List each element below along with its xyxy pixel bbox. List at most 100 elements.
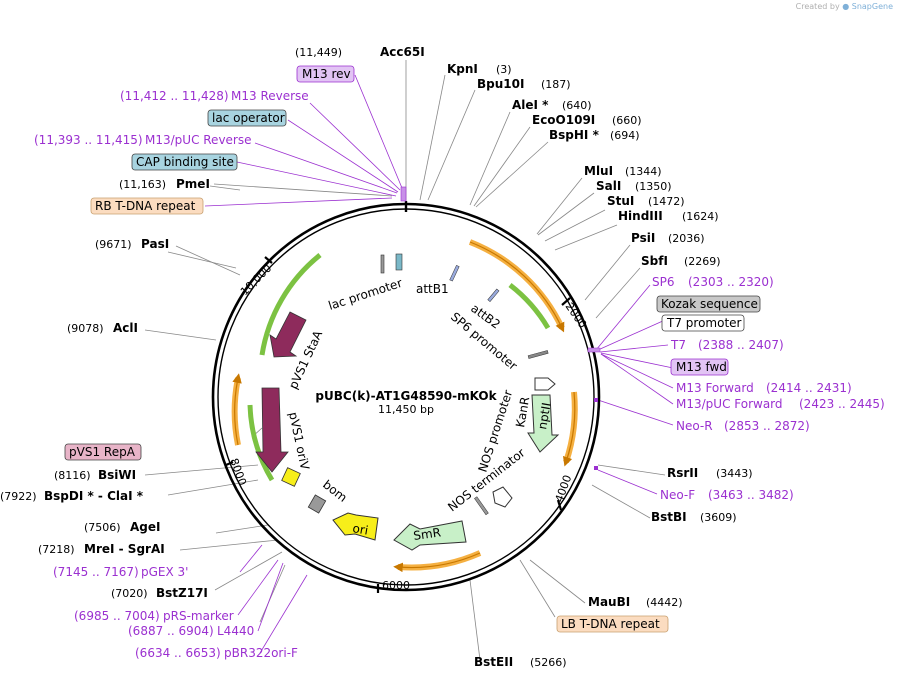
neo-f-marker xyxy=(594,466,598,470)
m13-rev-marker xyxy=(400,186,407,202)
outer-feature-arcs xyxy=(231,239,578,573)
site-position-bpu10I: (187) xyxy=(541,78,571,91)
primer-range-t7: (2388 .. 2407) xyxy=(698,338,784,352)
box-label-t7-promoter: T7 promoter xyxy=(666,316,742,330)
pvs1-staA-arrow-icon xyxy=(269,311,307,358)
site-position-bspHI: (694) xyxy=(610,129,640,142)
site-name-salI: SalI xyxy=(596,179,621,193)
kanr-arrow-icon xyxy=(534,377,556,391)
site-name-sbfI: SbfI xyxy=(641,254,668,268)
site-position-bstZ17I: (7020) xyxy=(111,587,148,600)
site-name-bspHI: BspHI * xyxy=(549,128,600,142)
lac-promoter-label: lac promoter xyxy=(327,276,404,313)
pvs1-oriv-marker xyxy=(281,467,301,487)
nos-promoter-arrow-icon xyxy=(492,486,513,508)
primer-range-neo-f: (3463 .. 3482) xyxy=(708,488,794,502)
primer-range-prs-marker: (6985 .. 7004) xyxy=(74,609,160,623)
t7-promoter-marker xyxy=(587,347,601,353)
primer-name-prs-marker: pRS-marker xyxy=(163,609,234,623)
site-position-ageI: (7506) xyxy=(84,521,121,534)
primer-name-t7: T7 xyxy=(670,338,686,352)
site-position-bstEII: (5266) xyxy=(530,656,567,669)
site-position-mreI-sgrAI: (7218) xyxy=(38,543,75,556)
tick-marks xyxy=(225,256,571,593)
boxed-feature-labels: M13 rev lac operator CAP binding site RB… xyxy=(64,65,761,633)
site-position-salI: (1350) xyxy=(635,180,672,193)
leader-lines xyxy=(144,60,666,661)
green-feature-arcs xyxy=(247,253,551,482)
site-name-bstBI: BstBI xyxy=(651,510,687,524)
primer-name-m13-puc-reverse: M13/pUC Reverse xyxy=(145,133,252,147)
site-name-pasI: PasI xyxy=(141,237,169,251)
site-position-bstBI: (3609) xyxy=(700,511,737,524)
nptII-label: nptII xyxy=(535,401,553,430)
smR-arrow-icon xyxy=(393,520,467,551)
primer-name-neo-r: Neo-R xyxy=(676,419,713,433)
site-name-kpnI: KpnI xyxy=(447,62,478,76)
site-name-acc65I: Acc65I xyxy=(380,45,425,59)
primer-name-sp6: SP6 xyxy=(652,275,675,289)
restriction-sites-right: (11,449) Acc65I KpnI (3) Bpu10I (187) Al… xyxy=(295,45,753,669)
primer-name-l4440: L4440 xyxy=(217,624,254,638)
primer-range-pbr322ori-f: (6634 .. 6653) xyxy=(135,646,221,660)
site-position-hindIII: (1624) xyxy=(682,210,719,223)
ori-label: ori xyxy=(351,521,369,537)
ori-arrow-icon xyxy=(332,512,379,541)
primer-range-m13-puc-reverse: (11,393 .. 11,415) xyxy=(34,133,143,147)
inner-features xyxy=(255,311,560,551)
cds-arc-left-core xyxy=(232,373,242,446)
smR-label: SmR xyxy=(412,525,441,543)
snapgene-logo-icon: ● xyxy=(842,2,850,11)
nptII-arrow-icon xyxy=(527,394,560,453)
primer-range-m13-puc-forward: (2423 .. 2445) xyxy=(799,397,885,411)
site-name-ageI: AgeI xyxy=(130,520,160,534)
primer-name-neo-f: Neo-F xyxy=(660,488,695,502)
primer-range-neo-r: (2853 .. 2872) xyxy=(724,419,810,433)
box-label-m13-rev: M13 rev xyxy=(302,67,351,81)
bom-marker xyxy=(307,494,327,514)
box-label-kozak-sequence: Kozak sequence xyxy=(661,297,758,311)
site-position-ecoO109I: (660) xyxy=(612,114,642,127)
nos-terminator-marker xyxy=(474,496,489,516)
site-position-stuI: (1472) xyxy=(648,195,685,208)
credit-prefix: Created by xyxy=(795,2,840,11)
attB1-label: attB1 xyxy=(416,282,449,296)
tick-label-6000: 6000 xyxy=(382,579,410,592)
site-name-mreI-sgrAI: MreI - SgrAI xyxy=(84,542,165,556)
site-position-aclI: (9078) xyxy=(67,322,104,335)
attB1-marker xyxy=(449,264,460,282)
site-name-mluI: MluI xyxy=(584,164,613,178)
site-position-mauBI: (4442) xyxy=(646,596,683,609)
primer-name-pbr322ori-f: pBR322ori-F xyxy=(224,646,298,660)
site-name-pmeI: PmeI xyxy=(176,177,210,191)
cds-arc-bottom-core xyxy=(393,552,481,573)
primer-name-m13-forward: M13 Forward xyxy=(676,381,754,395)
box-label-m13-fwd: M13 fwd xyxy=(676,360,727,374)
site-name-stuI: StuI xyxy=(607,194,634,208)
site-name-bpu10I: Bpu10I xyxy=(477,77,524,91)
site-name-aclI: AclI xyxy=(113,321,138,335)
primer-name-pgex3: pGEX 3' xyxy=(141,565,188,579)
site-position-pmeI: (11,163) xyxy=(119,178,166,191)
sp6-promoter-marker xyxy=(527,350,549,359)
credit-brand: SnapGene xyxy=(851,2,893,11)
pvs1-oriv-label: pVS1 oriV xyxy=(286,411,312,472)
site-name-rsrII: RsrII xyxy=(667,466,698,480)
lac-promoter-marker xyxy=(380,254,385,274)
site-name-bstZ17I: BstZ17I xyxy=(156,586,208,600)
snapgene-credit: Created by ● SnapGene xyxy=(796,2,893,11)
primer-labels: (11,412 .. 11,428) M13 Reverse (11,393 .… xyxy=(34,89,885,660)
cds-arc-top-right-core xyxy=(469,241,565,333)
box-label-lb-tdna-repeat: LB T-DNA repeat xyxy=(561,617,660,631)
restriction-sites-left: (7020) BstZ17I (7218) MreI - SgrAI (7506… xyxy=(0,177,210,600)
site-position-bspDI-claI: (7922) xyxy=(0,490,37,503)
site-name-bsiWI: BsiWI xyxy=(98,468,136,482)
site-position-kpnI: (3) xyxy=(496,63,512,76)
box-label-cap-binding-site: CAP binding site xyxy=(136,155,234,169)
tick-label-4000: 4000 xyxy=(553,473,575,504)
lac-operator-marker xyxy=(395,253,403,271)
primer-range-l4440: (6887 .. 6904) xyxy=(128,624,214,638)
pvs1-repA-arrow-icon xyxy=(255,387,289,473)
site-name-aleI: AleI * xyxy=(512,98,549,112)
